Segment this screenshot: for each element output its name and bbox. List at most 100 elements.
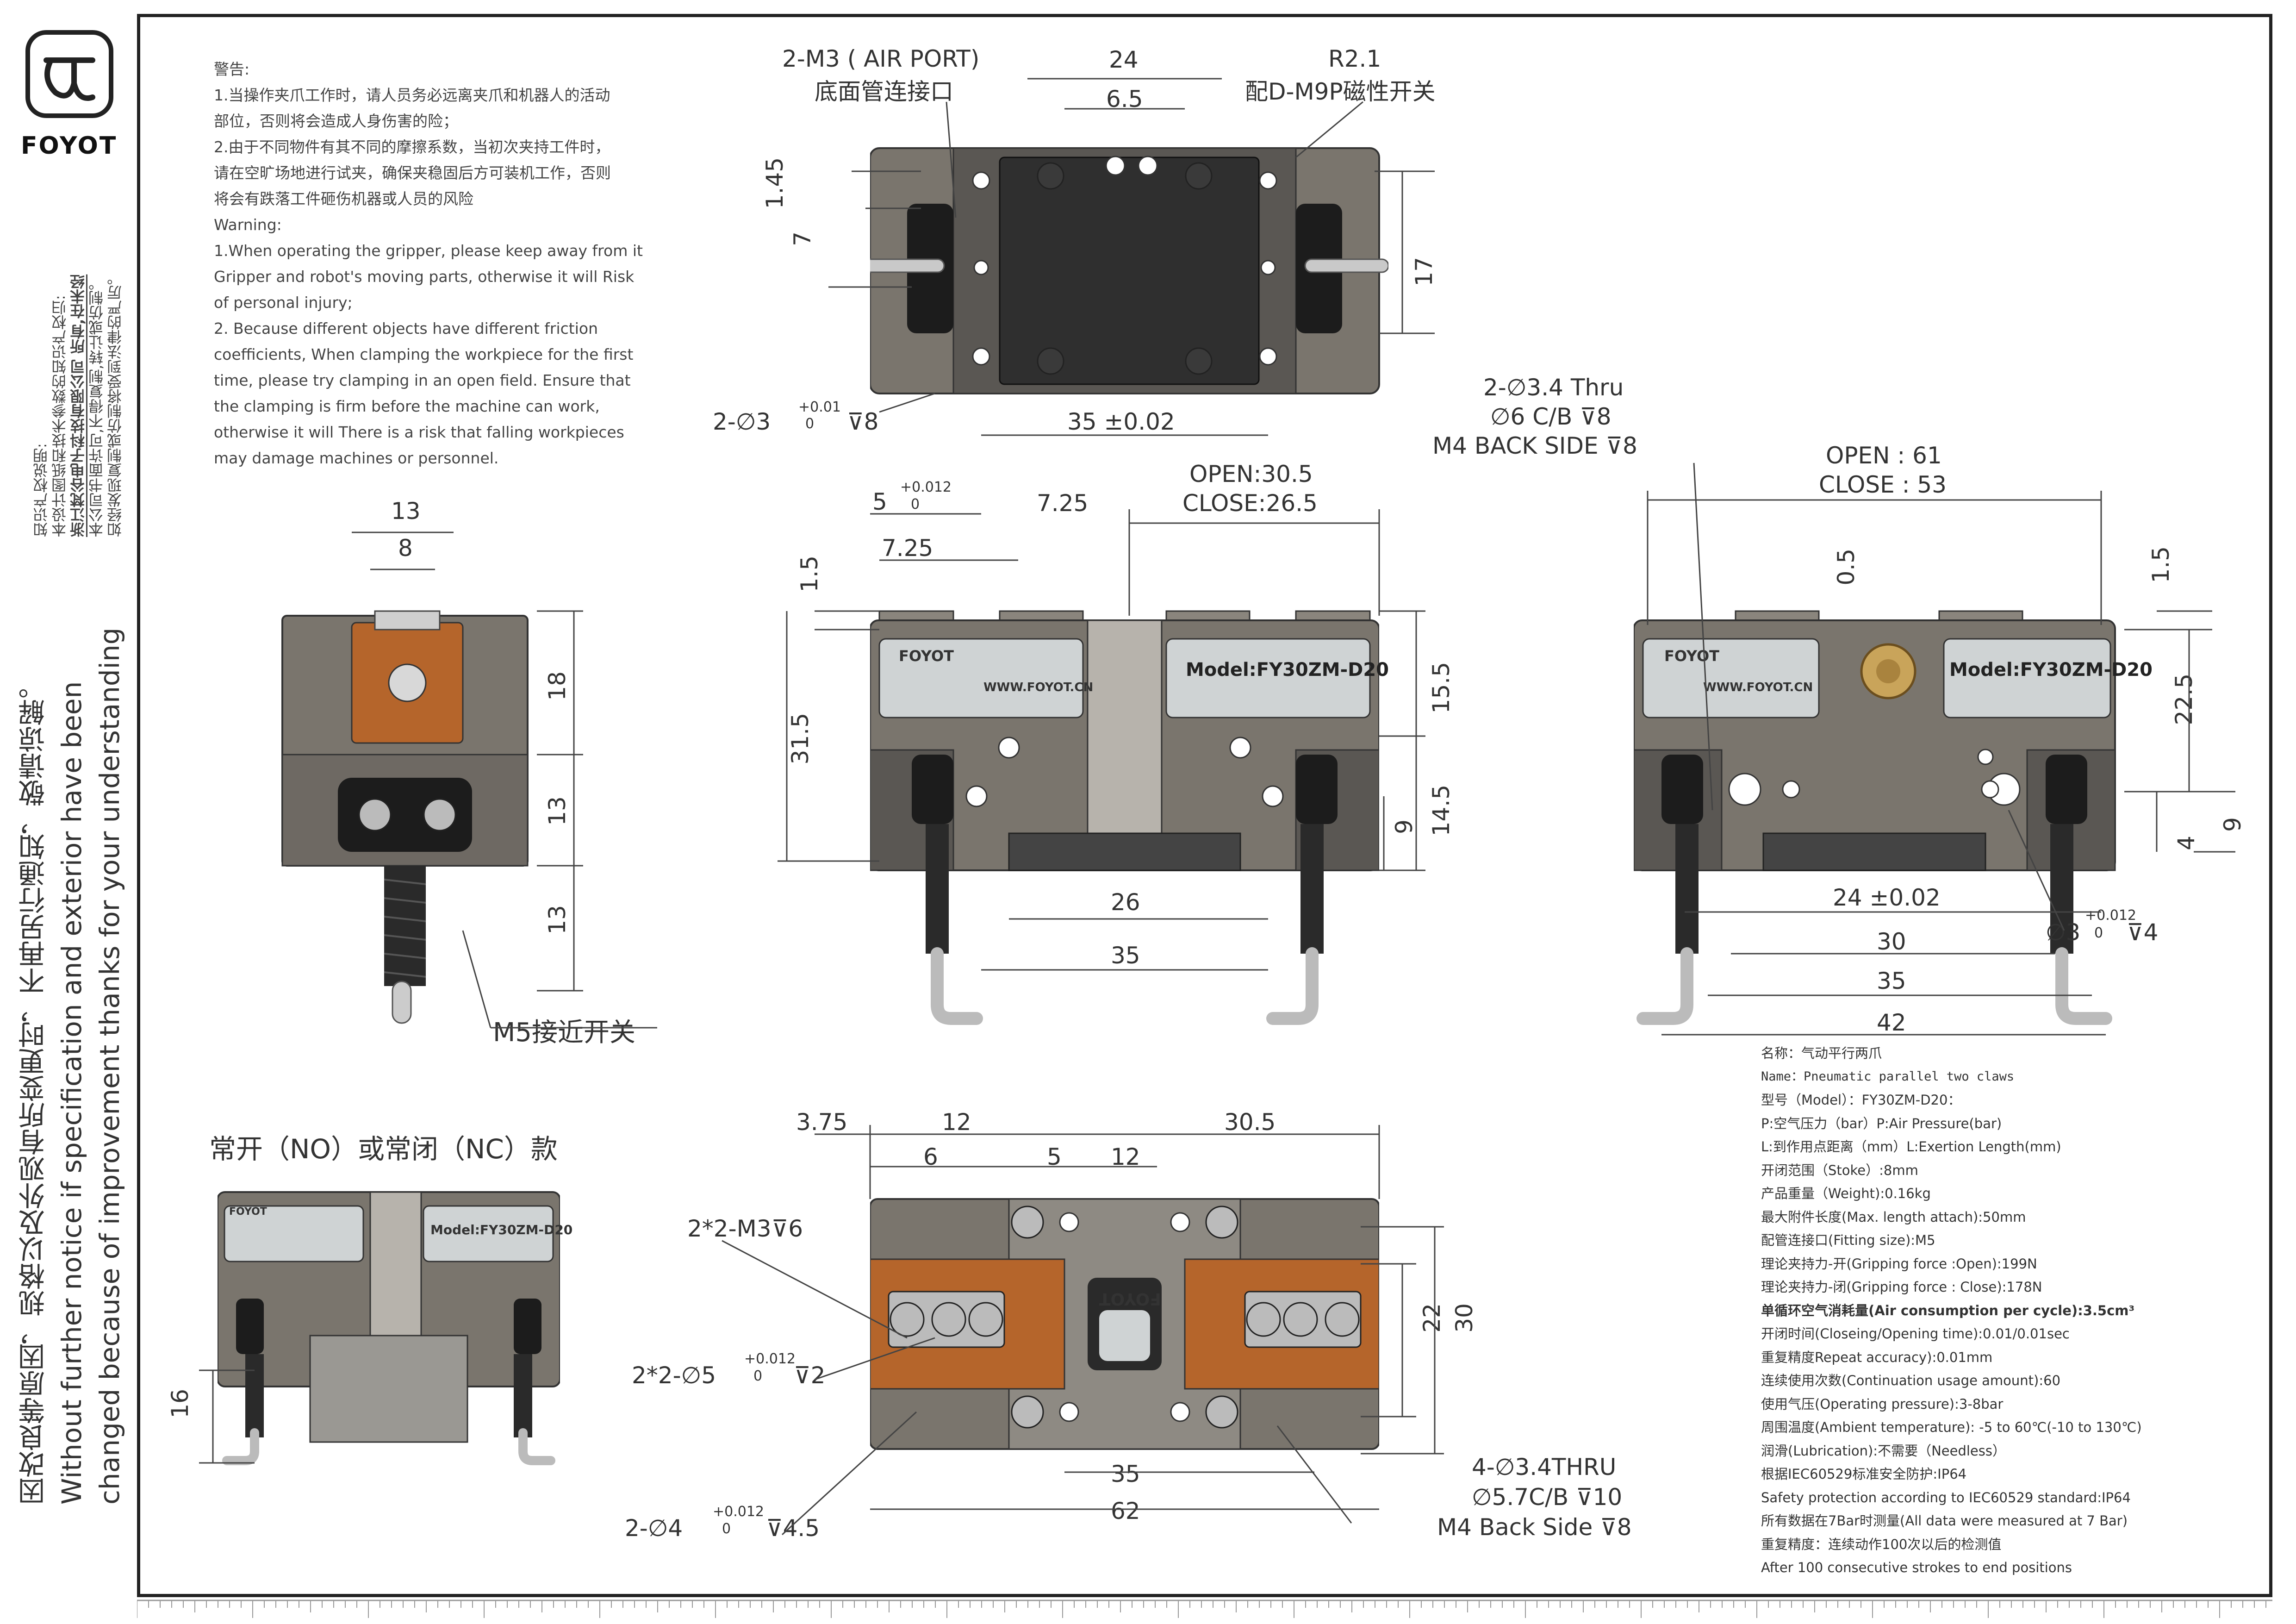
spec-item: 理论夹持力-开(Gripping force :Open):199N	[1761, 1255, 2037, 1272]
spec-item: 根据IEC60529标准安全防护:IP64	[1761, 1466, 1967, 1482]
nonc-plate-model: Model:FY30ZM-D20	[430, 1222, 573, 1237]
right-label: +0.012	[2085, 907, 2137, 924]
bottom-dim: 62	[1111, 1498, 1140, 1524]
warning-line: 2. Because different objects have differ…	[214, 319, 598, 337]
sensor-label: M5接近开关	[493, 1018, 635, 1048]
spec-list: 名称：气动平行两爪 Name：Pneumatic parallel two cl…	[1761, 1042, 2270, 1580]
spec-item: 型号（Model）：FY30ZM-D20：	[1761, 1092, 1961, 1108]
nonc-view-drawing	[218, 1191, 560, 1465]
nonc-title: 常开（NO）或常闭（NC）款	[209, 1133, 558, 1165]
right-plate-brand: FOYOT	[1664, 647, 1719, 665]
bottom-dim: 5	[1047, 1143, 1062, 1170]
top-dim: 6.5	[1106, 86, 1143, 112]
ip-note-5: 如经发现复制或仿制将受到法律的严厉。	[106, 270, 124, 537]
spec-item: 理论夹持力-闭(Gripping force : Close):178N	[1761, 1279, 2042, 1295]
warning-line: otherwise it will There is a risk that f…	[214, 423, 624, 441]
right-dim: 30	[1877, 928, 1906, 955]
spec-item: 产品重量（Weight):0.16kg	[1761, 1186, 1931, 1201]
spec-item: After 100 consecutive strokes to end pos…	[1761, 1560, 2072, 1575]
spec-item: 润滑(Lubrication):不需要（Needless）	[1761, 1443, 2006, 1459]
warning-line: 1.When operating the gripper, please kee…	[214, 242, 643, 260]
front-label: OPEN:30.5	[1189, 461, 1313, 487]
spec-item: P:空气压力（bar）P:Air Pressure(bar)	[1761, 1115, 2002, 1131]
spec-item: 开闭范围（Stoke）:8mm	[1761, 1162, 1918, 1178]
ip-note-3: 浙江梵谷电子科技有限公司 所有,在未经	[69, 274, 87, 537]
spec-item: 配管连接口(Fitting size):M5	[1761, 1232, 1935, 1248]
top-label: 2-∅3	[713, 408, 771, 435]
spec-item: 连续使用次数(Continuation usage amount):60	[1761, 1373, 2061, 1388]
bottom-ruler	[137, 1599, 2272, 1618]
nonc-plate-brand: FOYOT	[229, 1206, 267, 1218]
warning-block: 警告: 1.当操作夹爪工作时，请人员务必远离夹爪和机器人的活动 部位，否则将会造…	[214, 56, 686, 471]
bottom-label: 0	[722, 1521, 731, 1537]
change-notice-cn: 因改良等原因，规格以及外观有所变更时，不再另行通知，敬请谅解。	[18, 672, 50, 1505]
front-label: 0	[911, 496, 920, 512]
bottom-label: 4-∅3.4THRU	[1472, 1454, 1617, 1480]
spec-item: L:到作用点距离（mm）L:Exertion Length(mm)	[1761, 1139, 2061, 1155]
spec-item: 名称：气动平行两爪	[1761, 1045, 1882, 1061]
ip-note-2: 本设计图纸和技术参数的知识产权归:	[51, 295, 68, 537]
spec-item: 最大附件长度(Max. length attach):50mm	[1761, 1209, 2026, 1225]
top-view-drawing	[870, 147, 1388, 394]
warning-line: 1.当操作夹爪工作时，请人员务必远离夹爪和机器人的活动	[214, 86, 610, 104]
ip-note-1: 知识产权说明:	[32, 443, 50, 537]
front-plate-web: WWW.FOYOT.CN	[983, 681, 1094, 694]
bottom-label: ∅5.7C/B ⊽10	[1472, 1484, 1623, 1511]
bottom-dim: 30.5	[1224, 1109, 1276, 1136]
change-notice-en-1: Without further notice if specification …	[56, 681, 87, 1505]
front-plate-brand: FOYOT	[899, 647, 954, 665]
top-label: ⊽8	[847, 408, 879, 435]
right-label: M4 BACK SIDE ⊽8	[1432, 432, 1637, 459]
warning-line: coefficients, When clamping the workpiec…	[214, 345, 634, 363]
right-view-dim-lines	[1647, 462, 2235, 1036]
right-label: 2-∅3.4 Thru	[1483, 374, 1624, 401]
top-label: 底面管连接口	[815, 78, 953, 105]
bottom-view-drawing	[870, 1198, 1379, 1450]
spec-item: 使用气压(Operating pressure):3-8bar	[1761, 1396, 2004, 1412]
front-label: CLOSE:26.5	[1182, 490, 1318, 517]
front-label: +0.012	[900, 479, 952, 495]
right-dim: 35	[1877, 968, 1906, 994]
front-plate-model: Model:FY30ZM-D20	[1186, 659, 1389, 681]
warning-line: Warning:	[214, 216, 282, 234]
right-label: 0	[2094, 925, 2103, 941]
warning-line: may damage machines or personnel.	[214, 449, 499, 467]
top-dim: 35 ±0.02	[1067, 408, 1175, 435]
bottom-dim: 3.75	[796, 1109, 848, 1136]
bottom-label: +0.012	[713, 1504, 765, 1520]
top-label: 2-M3 ( AIR PORT)	[782, 45, 980, 72]
spec-item: 周围温度(Ambient temperature): -5 to 60℃(-10…	[1761, 1419, 2142, 1435]
warning-line: Gripper and robot's moving parts, otherw…	[214, 268, 635, 286]
top-dim: 24	[1109, 46, 1139, 73]
side-dim: 8	[398, 535, 413, 562]
front-view-drawing	[870, 610, 1379, 1025]
warning-line: 请在空旷场地进行试夹，确保夹稳固后方可装机工作，否则	[214, 164, 611, 182]
spec-item: 重复精度Repeat accuracy):0.01mm	[1761, 1349, 1993, 1365]
front-label: 7.25	[882, 535, 933, 562]
bottom-dim: 12	[1111, 1143, 1140, 1170]
top-label: 配D-M9P磁性开关	[1245, 78, 1436, 105]
side-view-drawing	[281, 610, 529, 1024]
change-notice-en-2: changed because of improvement thanks fo…	[94, 627, 125, 1505]
warning-line: the clamping is firm before the machine …	[214, 397, 600, 415]
spec-item: 开闭时间(Closeing/Opening time):0.01/0.01sec	[1761, 1326, 2070, 1342]
right-plate-model: Model:FY30ZM-D20	[1949, 659, 2153, 681]
right-view-drawing	[1634, 610, 2116, 1025]
top-view-dim-lines	[828, 78, 1435, 436]
bottom-dim: 35	[1111, 1461, 1140, 1487]
bottom-label: +0.012	[744, 1351, 796, 1367]
spec-item: 单循环空气消耗量(Air consumption per cycle):3.5c…	[1761, 1302, 2135, 1318]
warning-line: time, please try clamping in an open fie…	[214, 371, 631, 389]
bottom-label: 2-∅4	[625, 1515, 683, 1542]
side-dim: 13	[391, 498, 421, 525]
spec-item: 重复精度：连续动作100次以后的检测值	[1761, 1536, 2002, 1552]
drawing-frame	[137, 14, 2272, 1597]
warning-heading: 警告:	[214, 60, 250, 78]
top-label: R2.1	[1328, 45, 1381, 72]
right-label: ∅6 C/B ⊽8	[1490, 403, 1612, 430]
warning-line: 将会有跌落工件砸伤机器或人员的风险	[214, 190, 473, 208]
bottom-dim: 12	[942, 1109, 971, 1136]
side-view-dim-lines	[352, 531, 657, 1029]
right-label: ⊽4	[2127, 919, 2159, 946]
front-label: 5	[872, 488, 887, 515]
